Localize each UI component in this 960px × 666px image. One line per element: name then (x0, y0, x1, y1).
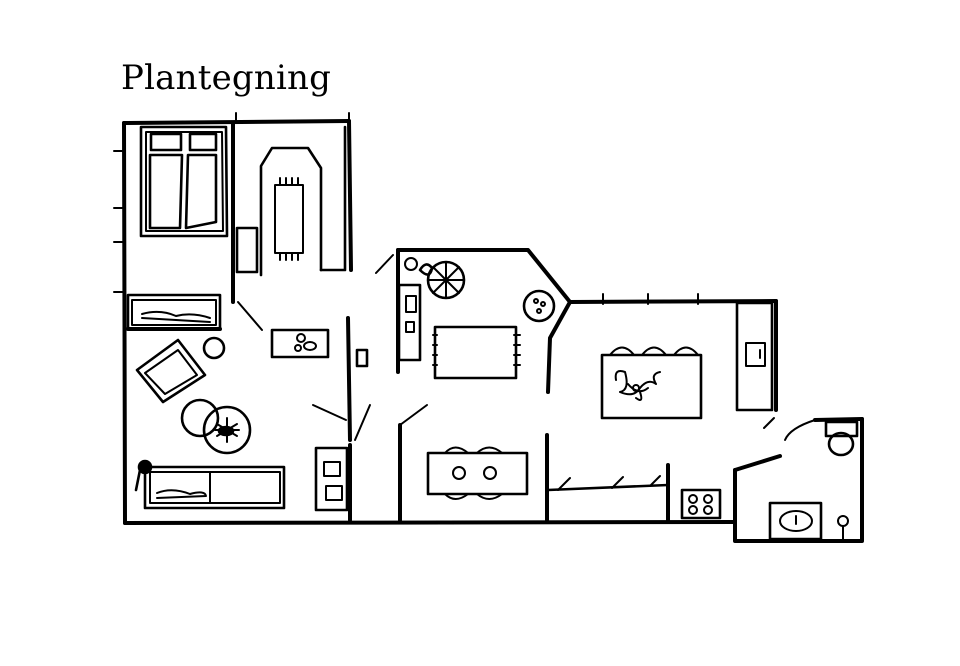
bathroom-2 (768, 420, 859, 541)
hallway-shelf (270, 328, 330, 359)
sofa-bottom (134, 459, 286, 510)
page-title: Plantegning (121, 58, 332, 98)
wall-socket (355, 348, 369, 368)
study-room (397, 257, 556, 380)
dining-table (426, 446, 529, 500)
hallway-cabinet (314, 446, 349, 512)
coffee-table-plant (180, 398, 252, 455)
kitchen-island (600, 346, 703, 420)
double-bed (139, 125, 229, 238)
sofa-top (126, 293, 222, 331)
kitchen (546, 301, 774, 520)
bathroom-tub (235, 125, 347, 277)
armchair (135, 336, 226, 404)
